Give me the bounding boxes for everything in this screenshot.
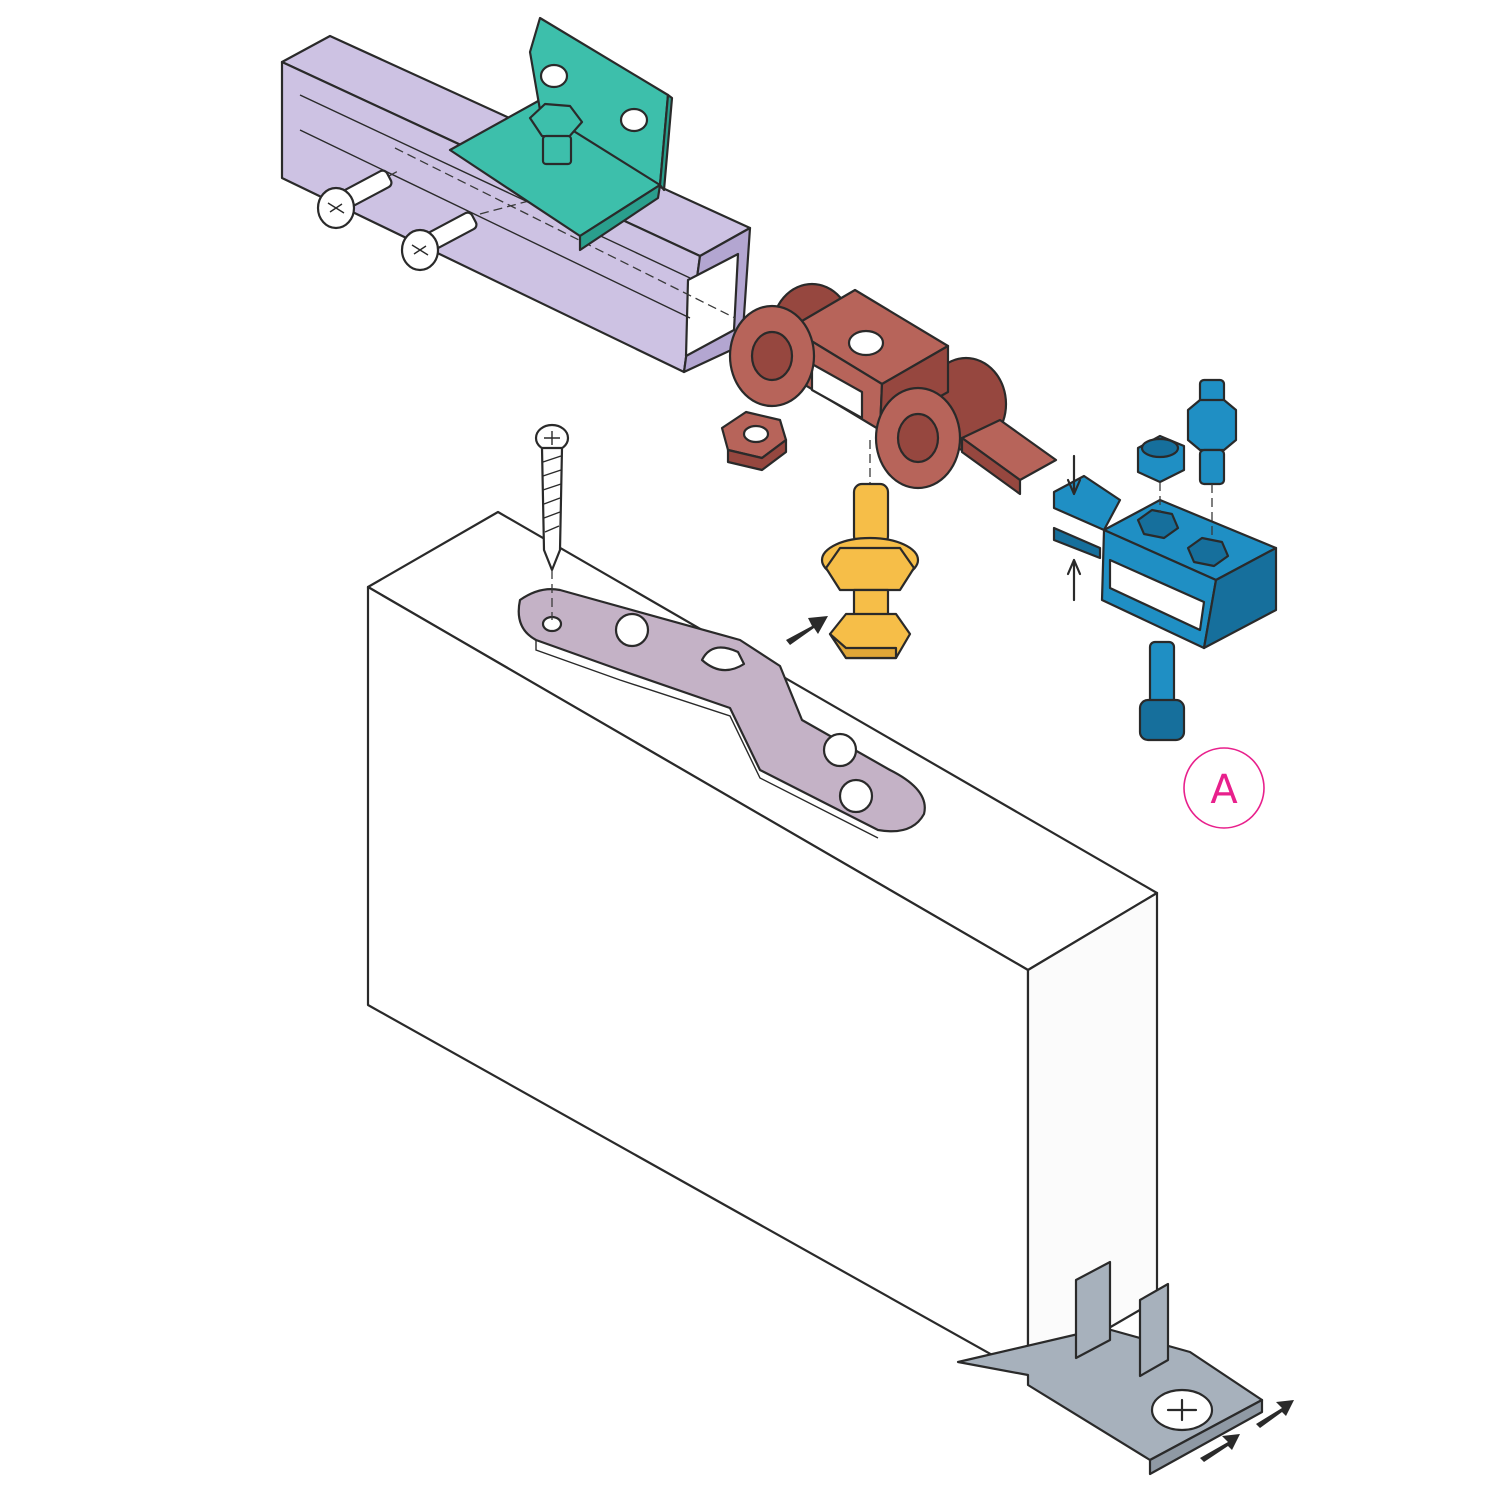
callout-a-label: A xyxy=(1210,767,1238,813)
bracket-upright-edge xyxy=(658,93,674,192)
stop-block-cap-screw xyxy=(1138,640,1186,742)
door-wood-screw xyxy=(534,423,570,620)
rail-mounting-screw-1 xyxy=(316,169,401,230)
stop-block-jaw-lower xyxy=(1052,526,1102,560)
door-plate-screw-3-icon xyxy=(838,778,874,814)
carriage-hex-nut-hole xyxy=(742,424,770,444)
screw-1-cross-icon xyxy=(327,202,345,214)
floor-guide-screw-cross xyxy=(1166,1398,1198,1422)
rail-channel-line xyxy=(299,94,691,319)
door-top-plate xyxy=(517,588,926,839)
stop-block-hex-hole-2 xyxy=(1186,536,1230,568)
wood-screw-shank xyxy=(540,446,564,572)
cap-screw-head xyxy=(1138,698,1186,742)
stop-block-jaw-upper xyxy=(1052,474,1122,532)
stop-block xyxy=(1052,454,1278,650)
floor-guide-fin-right xyxy=(1138,1282,1170,1378)
door-plate-body xyxy=(517,588,926,833)
carriage-wheel-rear-hub xyxy=(750,330,794,382)
bracket-bolt-shank xyxy=(541,134,573,166)
door-panel xyxy=(366,510,1159,1377)
screw-1-guide xyxy=(351,169,401,197)
floor-guide-base-edge xyxy=(1148,1398,1264,1476)
clamp-arrow-bottom xyxy=(1066,558,1082,602)
stop-block-side xyxy=(1202,546,1278,650)
carriage-hex-nut-side xyxy=(726,438,788,472)
stop-block-slot xyxy=(1108,558,1206,632)
cap-screw-thread xyxy=(1148,640,1176,706)
stop-block-hex-hole-1 xyxy=(1136,508,1180,540)
mounting-bracket xyxy=(448,16,674,252)
bracket-hole-2 xyxy=(619,107,649,133)
adjust-bolt-hex-lower-side xyxy=(828,632,898,660)
insert-direction-arrow xyxy=(786,616,828,645)
door-plate-screw-1-icon xyxy=(614,612,650,648)
height-adjustment-bolt xyxy=(820,440,920,660)
wood-screw-cross-icon xyxy=(544,431,560,445)
door-plate-edge xyxy=(535,640,879,839)
rail-channel-opening xyxy=(684,252,740,358)
set-bolt-nut xyxy=(1186,398,1238,452)
callout-a: A xyxy=(1183,747,1265,829)
adjust-bolt-hex-upper xyxy=(824,546,916,592)
bracket-hole-1 xyxy=(539,63,569,89)
stop-block-set-bolt xyxy=(1186,378,1238,540)
clamp-arrow-top xyxy=(1066,454,1082,496)
bracket-base-edge xyxy=(578,183,662,252)
floor-guide-fin-left xyxy=(1074,1260,1112,1360)
roller-carriage xyxy=(720,282,1058,496)
adjust-bolt-thread-top xyxy=(852,482,890,546)
floor-guide-adjust-arrows xyxy=(1200,1400,1294,1462)
rail-mounting-screw-2 xyxy=(400,197,541,272)
callout-a-circle xyxy=(1183,747,1265,829)
set-bolt-thread xyxy=(1198,448,1226,486)
carriage-top-hole xyxy=(847,329,885,357)
carriage-wheel-front-hub xyxy=(896,412,940,464)
bracket-bolt-head xyxy=(528,102,584,140)
screw-2-cross-icon xyxy=(411,244,429,256)
carriage-tongue-front xyxy=(960,436,1022,496)
floor-guide xyxy=(956,1260,1264,1476)
door-plate-notch xyxy=(700,646,746,672)
lock-nut-top xyxy=(1140,437,1180,459)
door-plate-screw-2-icon xyxy=(822,732,858,768)
wood-screw-thread xyxy=(542,455,562,533)
stop-block-lock-nut xyxy=(1136,434,1186,512)
screw-2-guide xyxy=(479,197,541,215)
rail-axis-dash xyxy=(394,147,736,319)
carriage-slot xyxy=(810,362,864,420)
